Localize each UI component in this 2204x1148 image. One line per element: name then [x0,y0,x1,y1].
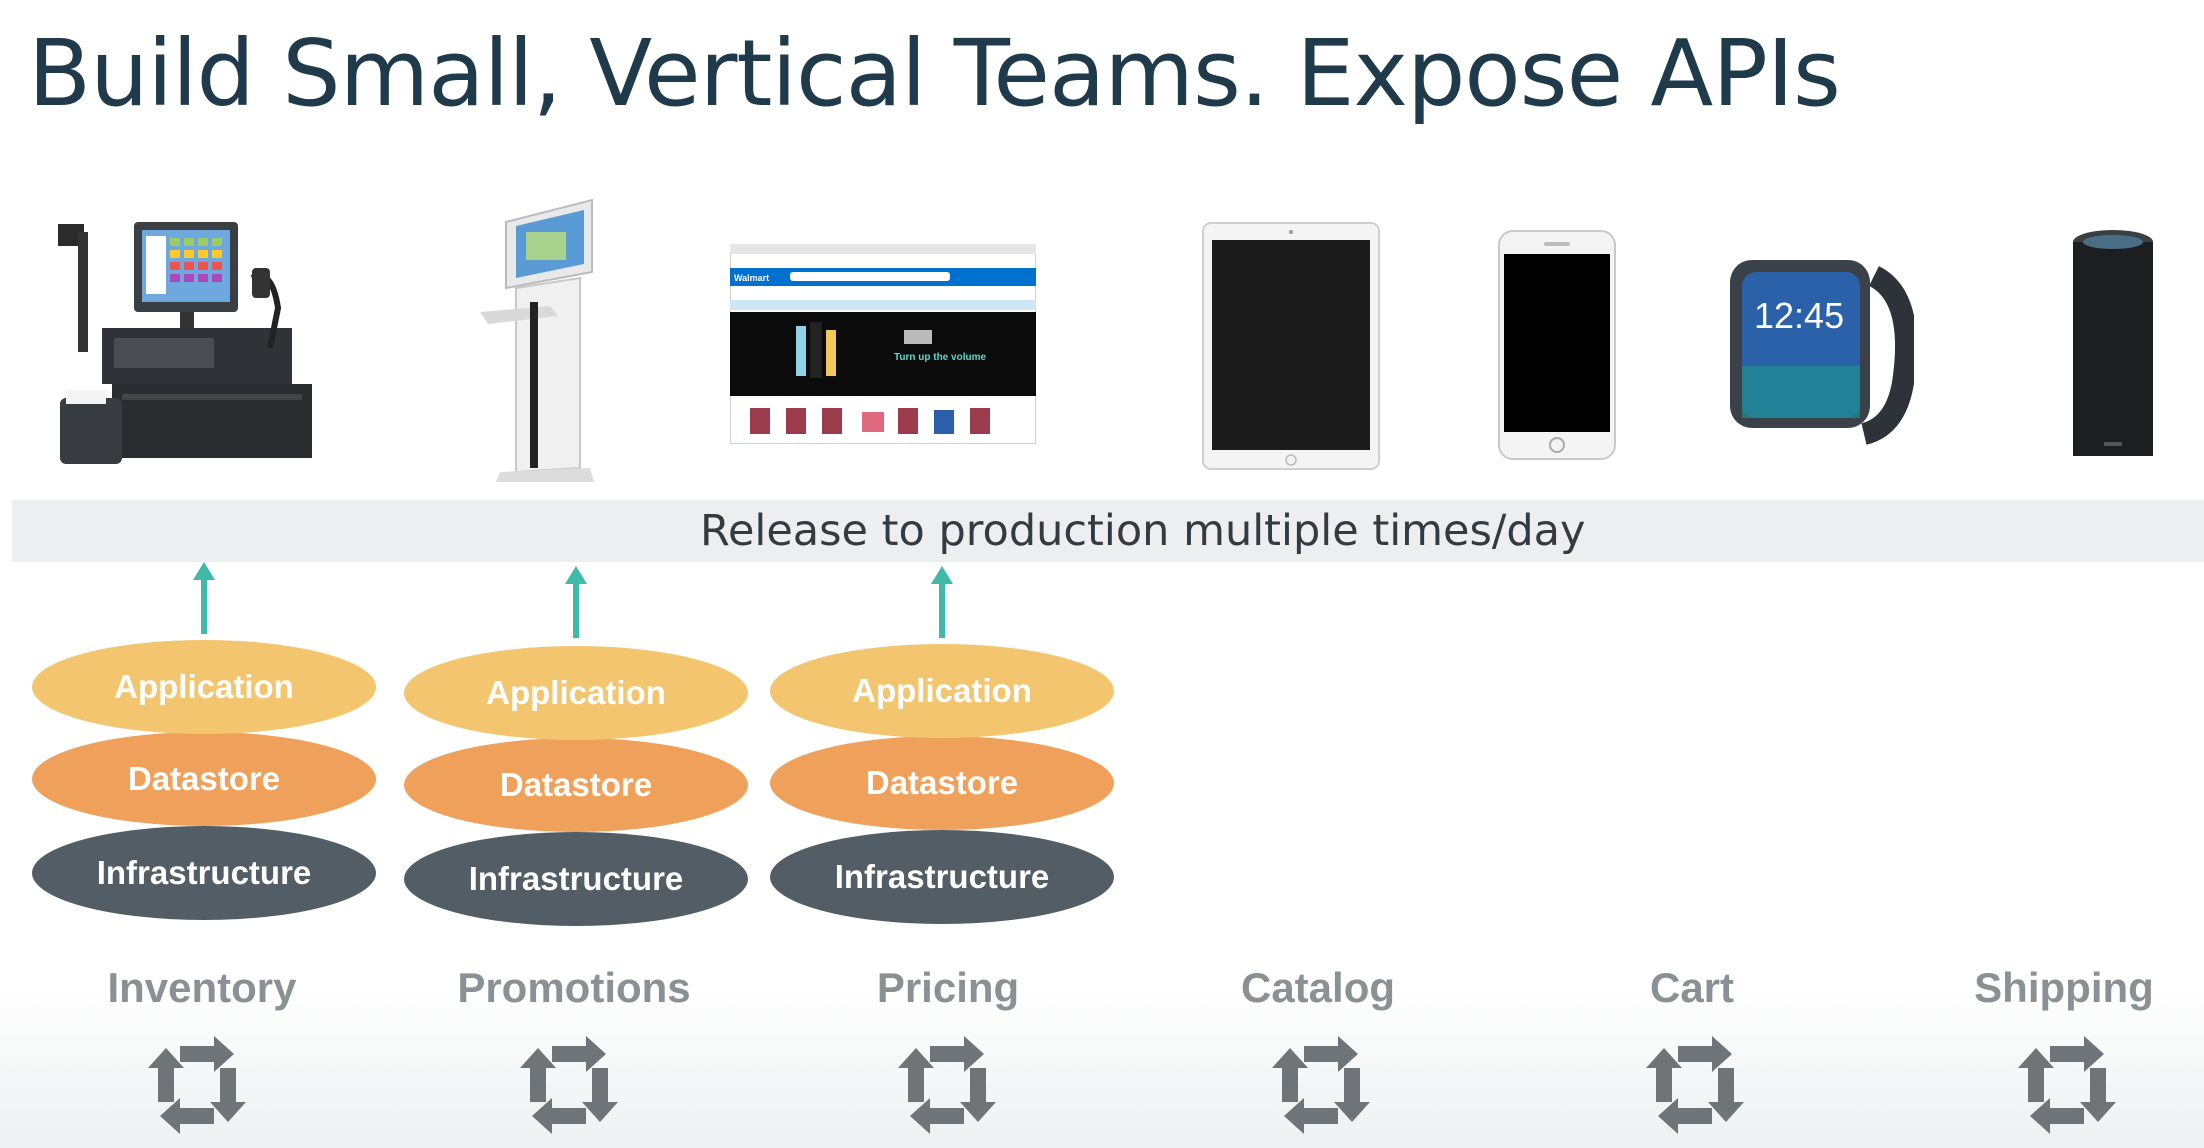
infrastructure-layer: Infrastructure [404,832,748,926]
datastore-layer: Datastore [32,732,376,826]
cycle-arrows-icon [1646,1036,1744,1134]
team-label-inventory: Inventory [107,964,297,1011]
application-layer: Application [32,640,376,734]
watch-time-text: 12:45 [1754,295,1844,336]
cycle-arrows-icon [148,1036,246,1134]
website-screenshot-image: Walmart Turn up the volume [730,244,1036,444]
tablet-image [1202,222,1380,470]
cycle-arrows-icon [1272,1036,1370,1134]
arrow-up-icon [565,566,587,638]
cycle-arrows-icon [2018,1036,2116,1134]
application-layer: Application [770,644,1114,738]
website-logo-text: Walmart [734,273,769,283]
smartwatch-image: 12:45 [1730,260,1914,445]
release-banner: Release to production multiple times/day [12,500,2204,562]
infrastructure-layer: Infrastructure [770,830,1114,924]
website-promo-text: Turn up the volume [894,352,986,363]
smartphone-image [1498,230,1616,460]
pos-terminal-image [58,222,312,464]
team-label-catalog: Catalog [1240,964,1395,1011]
release-banner-text: Release to production multiple times/day [700,506,1586,556]
datastore-layer: Datastore [404,738,748,832]
team-label-cart: Cart [1649,964,1735,1011]
smart-speaker-image [2073,230,2153,456]
cycle-arrows-icon [520,1036,618,1134]
team-label-pricing: Pricing [876,964,1020,1011]
team-label-shipping: Shipping [1974,964,2154,1011]
application-layer: Application [404,646,748,740]
infrastructure-layer: Infrastructure [32,826,376,920]
arrow-up-icon [193,562,215,634]
cycle-arrows-icon [898,1036,996,1134]
kiosk-image [480,198,594,482]
arrow-up-icon [931,566,953,638]
slide-title: Build Small, Vertical Teams. Expose APIs [28,20,1841,127]
team-label-promotions: Promotions [457,964,691,1011]
datastore-layer: Datastore [770,736,1114,830]
